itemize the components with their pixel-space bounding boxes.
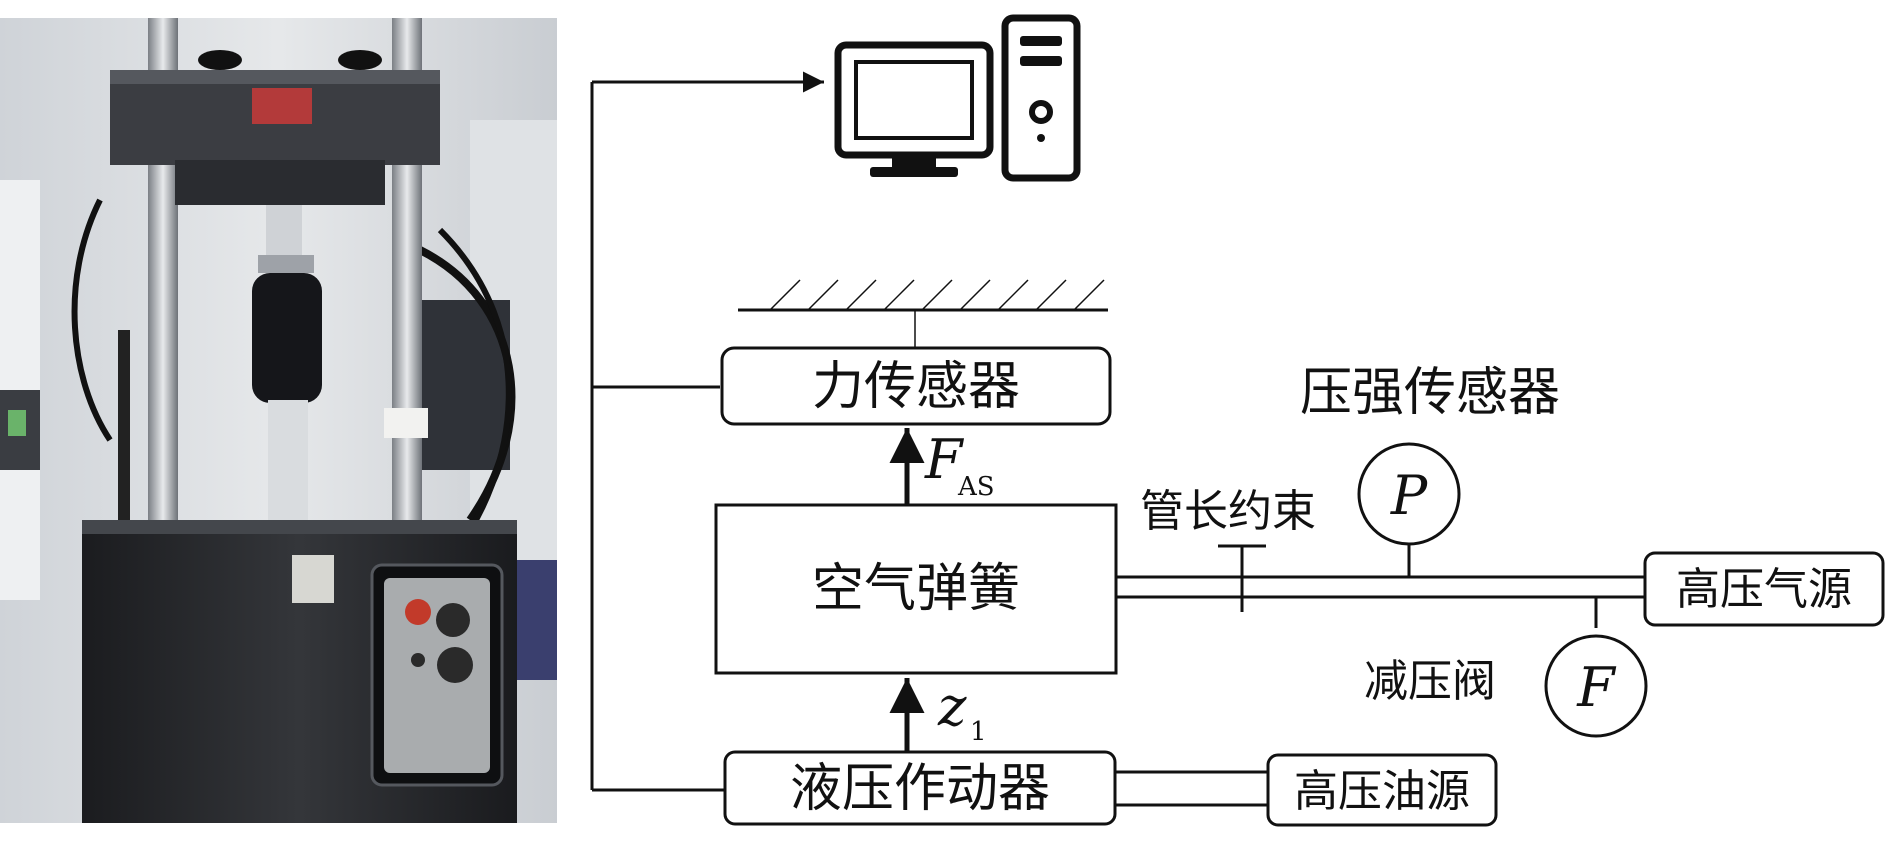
pressure-sensor-label: 压强传感器 (1300, 363, 1560, 423)
hp-oil-source-label: 高压油源 (1294, 766, 1470, 817)
force-symbol: F (924, 428, 965, 491)
hydraulic-actuator-label: 液压作动器 (790, 759, 1050, 819)
air-spring-box: 空气弹簧 (714, 503, 1118, 675)
force-sensor-label: 力传感器 (812, 357, 1020, 417)
pipe-constraint-label: 管长约束 (1140, 486, 1316, 537)
pressure-sensor: 压强传感器 P (1300, 363, 1560, 577)
hp-oil-source-box: 高压油源 (1266, 753, 1498, 827)
signal-lines (590, 71, 824, 792)
pressure-gauge-symbol: P (1390, 464, 1429, 527)
pipe-constraint: 管长约束 (1140, 486, 1316, 612)
force-arrow: F AS (889, 428, 995, 505)
oil-lines (1115, 770, 1268, 807)
valve-symbol: F (1576, 656, 1617, 719)
displacement-subscript: 1 (970, 717, 987, 747)
displacement-symbol: z (937, 675, 967, 738)
reducing-valve: F 减压阀 (1364, 597, 1648, 738)
reducing-valve-label: 减压阀 (1364, 656, 1496, 707)
fixed-ground (738, 279, 1108, 348)
hydraulic-actuator-box: 液压作动器 (723, 750, 1117, 826)
test-rig-photo (0, 18, 557, 823)
hp-air-source-box: 高压气源 (1643, 551, 1885, 627)
air-spring-label: 空气弹簧 (812, 559, 1020, 619)
computer-icon (834, 14, 1081, 182)
displacement-arrow: z 1 (889, 675, 987, 752)
force-sensor-box: 力传感器 (720, 346, 1112, 426)
force-subscript: AS (957, 472, 995, 502)
valve-icon (1544, 634, 1648, 738)
air-lines (1116, 575, 1645, 599)
hp-air-source-label: 高压气源 (1676, 564, 1852, 615)
